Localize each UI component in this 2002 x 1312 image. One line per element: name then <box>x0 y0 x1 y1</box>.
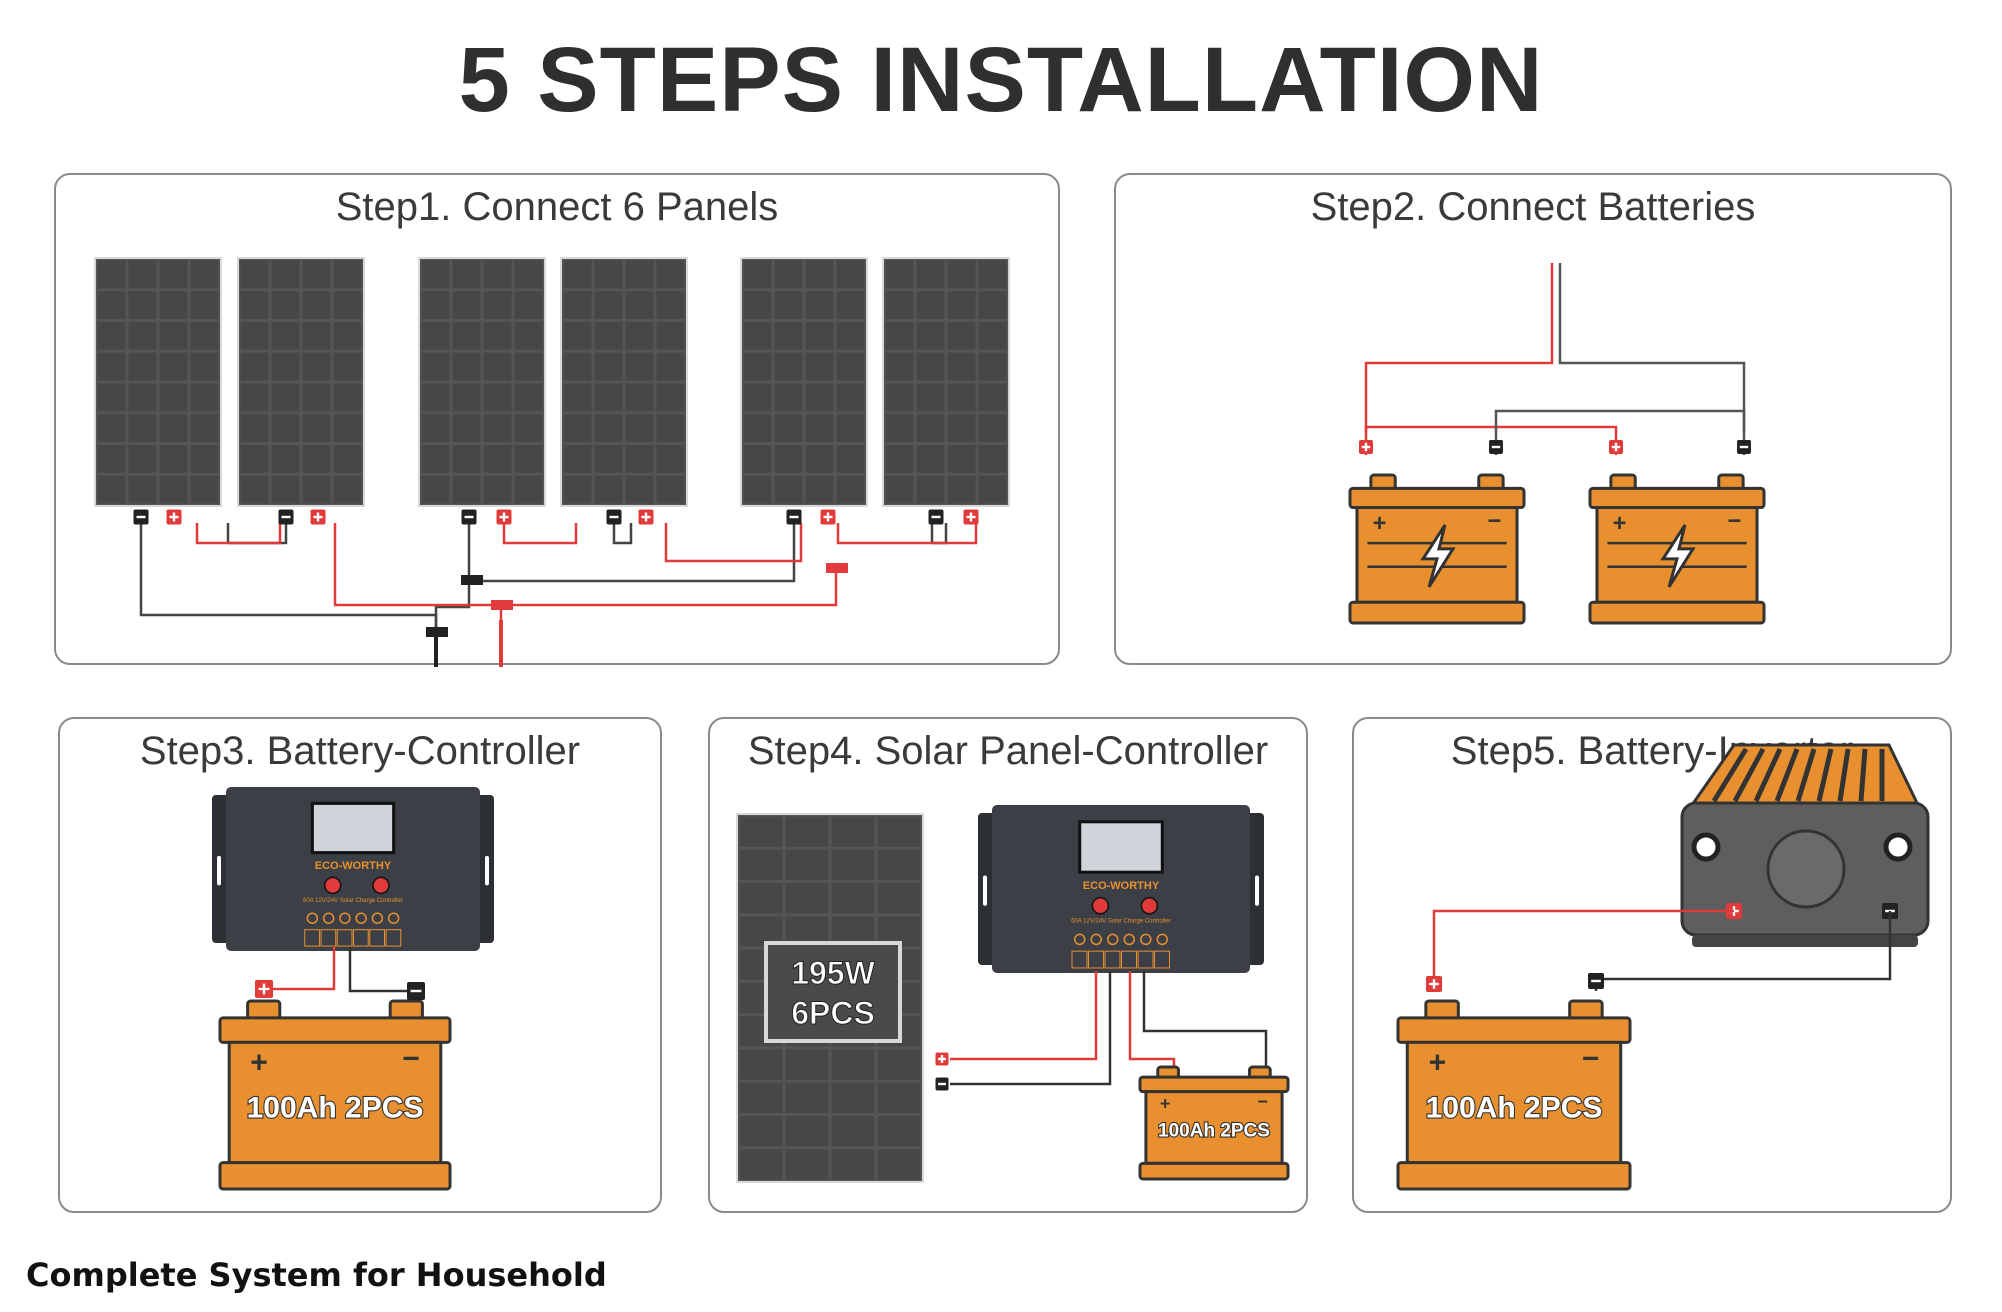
step4-diagram: 195W 6PCS ECO-WORTHY 60A 12V/24V Solar Cha… <box>736 805 1290 1183</box>
battery: + − 100Ah 2PCS <box>1396 973 1632 1191</box>
solar-panel-array <box>94 257 1010 507</box>
inverter-port-icon <box>1691 832 1721 862</box>
step2-title: Step2. Connect Batteries <box>1310 185 1756 229</box>
svg-text:+: + <box>1160 1094 1170 1114</box>
step3-title: Step3. Battery-Controller <box>139 729 581 773</box>
battery-pair: +−+− <box>1348 440 1766 625</box>
branch-connectors <box>426 563 848 637</box>
solar-panel <box>418 257 546 507</box>
battery-icon: + − 100Ah 2PCS <box>1396 999 1632 1191</box>
lightning-icon <box>1420 524 1456 588</box>
controller-icon: ECO-WORTHY 60A 12V/24V Solar Charge Contr… <box>212 787 494 951</box>
battery-label: 100Ah 2PCS <box>247 1092 424 1125</box>
battery-icon: + − 100Ah 2PCS <box>218 999 452 1191</box>
battery-icon: +− <box>1588 473 1766 625</box>
battery-icon: +− <box>1348 473 1526 625</box>
step2-wiring <box>1364 263 1746 455</box>
button-icon <box>323 876 342 895</box>
solar-panel <box>94 257 222 507</box>
caption: Complete System for Household <box>26 1256 607 1294</box>
controller-model: 60A 12V/24V Solar Charge Controller <box>303 898 403 904</box>
charge-controller: ECO-WORTHY 60A 12V/24V Solar Charge Contr… <box>212 787 494 951</box>
solar-panel <box>882 257 1010 507</box>
battery: + − 100Ah 2PCS <box>935 1052 1290 1181</box>
step5-panel: Step5. Battery-Inverter +−100Ah 2PCS <box>1352 717 1952 1213</box>
controller-brand: ECO-WORTHY <box>315 860 392 872</box>
svg-text:−: − <box>402 1043 420 1076</box>
panel-badge <box>764 941 902 1043</box>
step3-diagram: ECO-WORTHY 60A 12V/24V Solar Charge Contr… <box>212 787 494 1191</box>
controller-model: 60A 12V/24V Solar Charge Controller <box>1071 919 1171 925</box>
page-title: 5 STEPS INSTALLATION <box>458 29 1544 131</box>
svg-text:−: − <box>1488 508 1502 534</box>
lcd-screen <box>310 801 396 855</box>
solar-panel <box>740 257 868 507</box>
step1-wiring <box>139 523 978 667</box>
panel-terminals <box>133 509 979 525</box>
svg-text:+: + <box>1429 1046 1447 1079</box>
step4-title: Step4. Solar Panel-Controller <box>747 729 1269 773</box>
button-icon <box>1140 897 1159 915</box>
step1-panel: Step1. Connect 6 Panels <box>54 173 1060 667</box>
solar-panel <box>237 257 365 507</box>
svg-text:+: + <box>1373 511 1387 537</box>
solar-panel: 195W 6PCS <box>736 813 924 1183</box>
svg-text:+: + <box>250 1046 268 1079</box>
lightning-icon <box>1660 524 1696 588</box>
battery: + − 100Ah 2PCS <box>218 980 452 1191</box>
svg-text:−: − <box>1582 1043 1600 1076</box>
step5-diagram: + − 100Ah 2PCS <box>1396 743 1930 1191</box>
panel-badge-watt: 195W <box>791 955 875 991</box>
controller-brand: ECO-WORTHY <box>1083 880 1160 892</box>
step4-wiring <box>950 971 1268 1086</box>
inverter-port-icon <box>1883 832 1913 862</box>
step2-diagram: +−+− <box>1348 263 1766 625</box>
charge-controller: ECO-WORTHY 60A 12V/24V Solar Charge Contr… <box>978 805 1264 973</box>
step4-panel: Step4. Solar Panel-Controller 195W 6PCS E… <box>708 717 1308 1213</box>
svg-text:+: + <box>1613 511 1627 537</box>
step2-panel: Step2. Connect Batteries +−+− <box>1114 173 1952 665</box>
panel-badge-count: 6PCS <box>791 995 875 1031</box>
step3-panel: Step3. Battery-Controller ECO-WORTHY 60A … <box>58 717 662 1213</box>
svg-text:−: − <box>1258 1091 1268 1111</box>
power-inverter <box>1680 743 1930 947</box>
button-icon <box>1091 897 1110 915</box>
battery-icon: + − 100Ah 2PCS <box>1138 1065 1290 1181</box>
step1-title: Step1. Connect 6 Panels <box>335 185 779 229</box>
battery-label: 100Ah 2PCS <box>1158 1120 1270 1141</box>
step3-wiring <box>264 947 416 993</box>
lcd-screen <box>1078 820 1164 874</box>
controller-icon: ECO-WORTHY 60A 12V/24V Solar Charge Contr… <box>978 805 1264 973</box>
step1-diagram <box>94 257 1010 667</box>
svg-text:−: − <box>1728 508 1742 534</box>
solar-panel <box>560 257 688 507</box>
inverter-fan-icon <box>1766 829 1846 909</box>
button-icon <box>372 876 390 895</box>
battery-label: 100Ah 2PCS <box>1426 1092 1603 1125</box>
